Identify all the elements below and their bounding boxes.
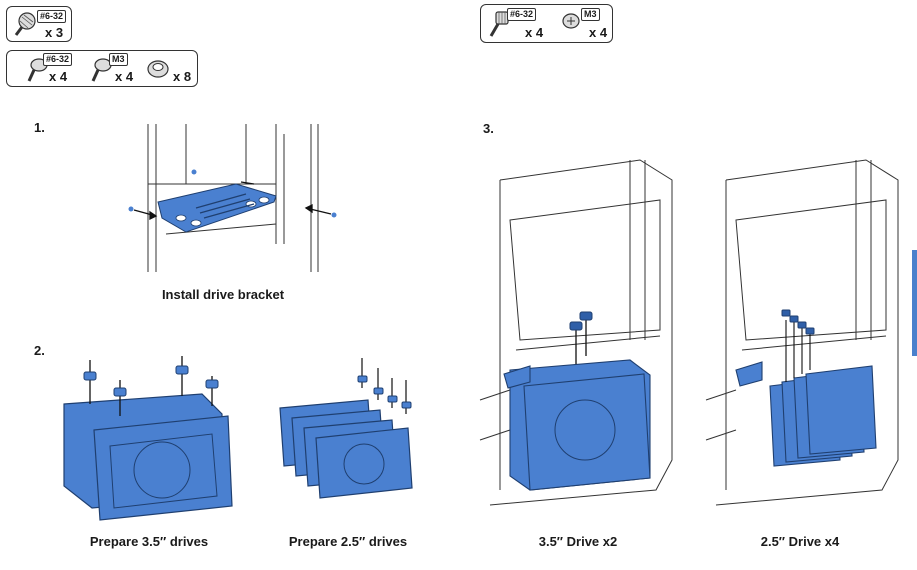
drives-3-5-illustration [63,356,233,521]
step-3-caption-3-5: 3.5″ Drive x2 [538,534,618,549]
step-1-caption: Install drive bracket [161,287,285,302]
case-2-5-drives-illustration [705,159,899,506]
screw-quantity: x 4 [525,25,544,40]
step-1-number: 1. [34,120,45,135]
grommet-icon [147,60,169,78]
screw-icon [14,12,36,36]
screw-quantity: x 3 [45,25,64,40]
hardware-kit-2: #6-32 x 4 M3 x 4 x 8 [6,50,198,87]
screw-spec-tag: M3 [581,8,600,21]
section-tab-marker [912,250,917,356]
screw-quantity: x 4 [115,69,134,84]
step-2-caption-3-5: Prepare 3.5″ drives [89,534,209,549]
screw-quantity: x 4 [49,69,68,84]
screw-spec-tag: #6-32 [507,8,537,21]
drives-2-5-illustration [279,358,413,499]
case-3-5-drives-illustration [479,159,673,506]
screw-icon [562,13,580,29]
step-2-caption-2-5: Prepare 2.5″ drives [288,534,408,549]
screw-spec-tag: #6-32 [43,53,73,66]
screw-quantity: x 4 [589,25,608,40]
screw-spec-tag: M3 [109,53,128,66]
hardware-kit-1: #6-32 x 3 [6,6,72,42]
step-3-number: 3. [483,121,494,136]
step-2-number: 2. [34,343,45,358]
step-3-caption-2-5: 2.5″ Drive x4 [760,534,840,549]
screw-spec-tag: #6-32 [37,10,67,23]
hardware-kit-3: #6-32 x 4 M3 x 4 [480,4,613,43]
grommet-quantity: x 8 [173,69,192,84]
drive-bracket-illustration [128,124,337,272]
